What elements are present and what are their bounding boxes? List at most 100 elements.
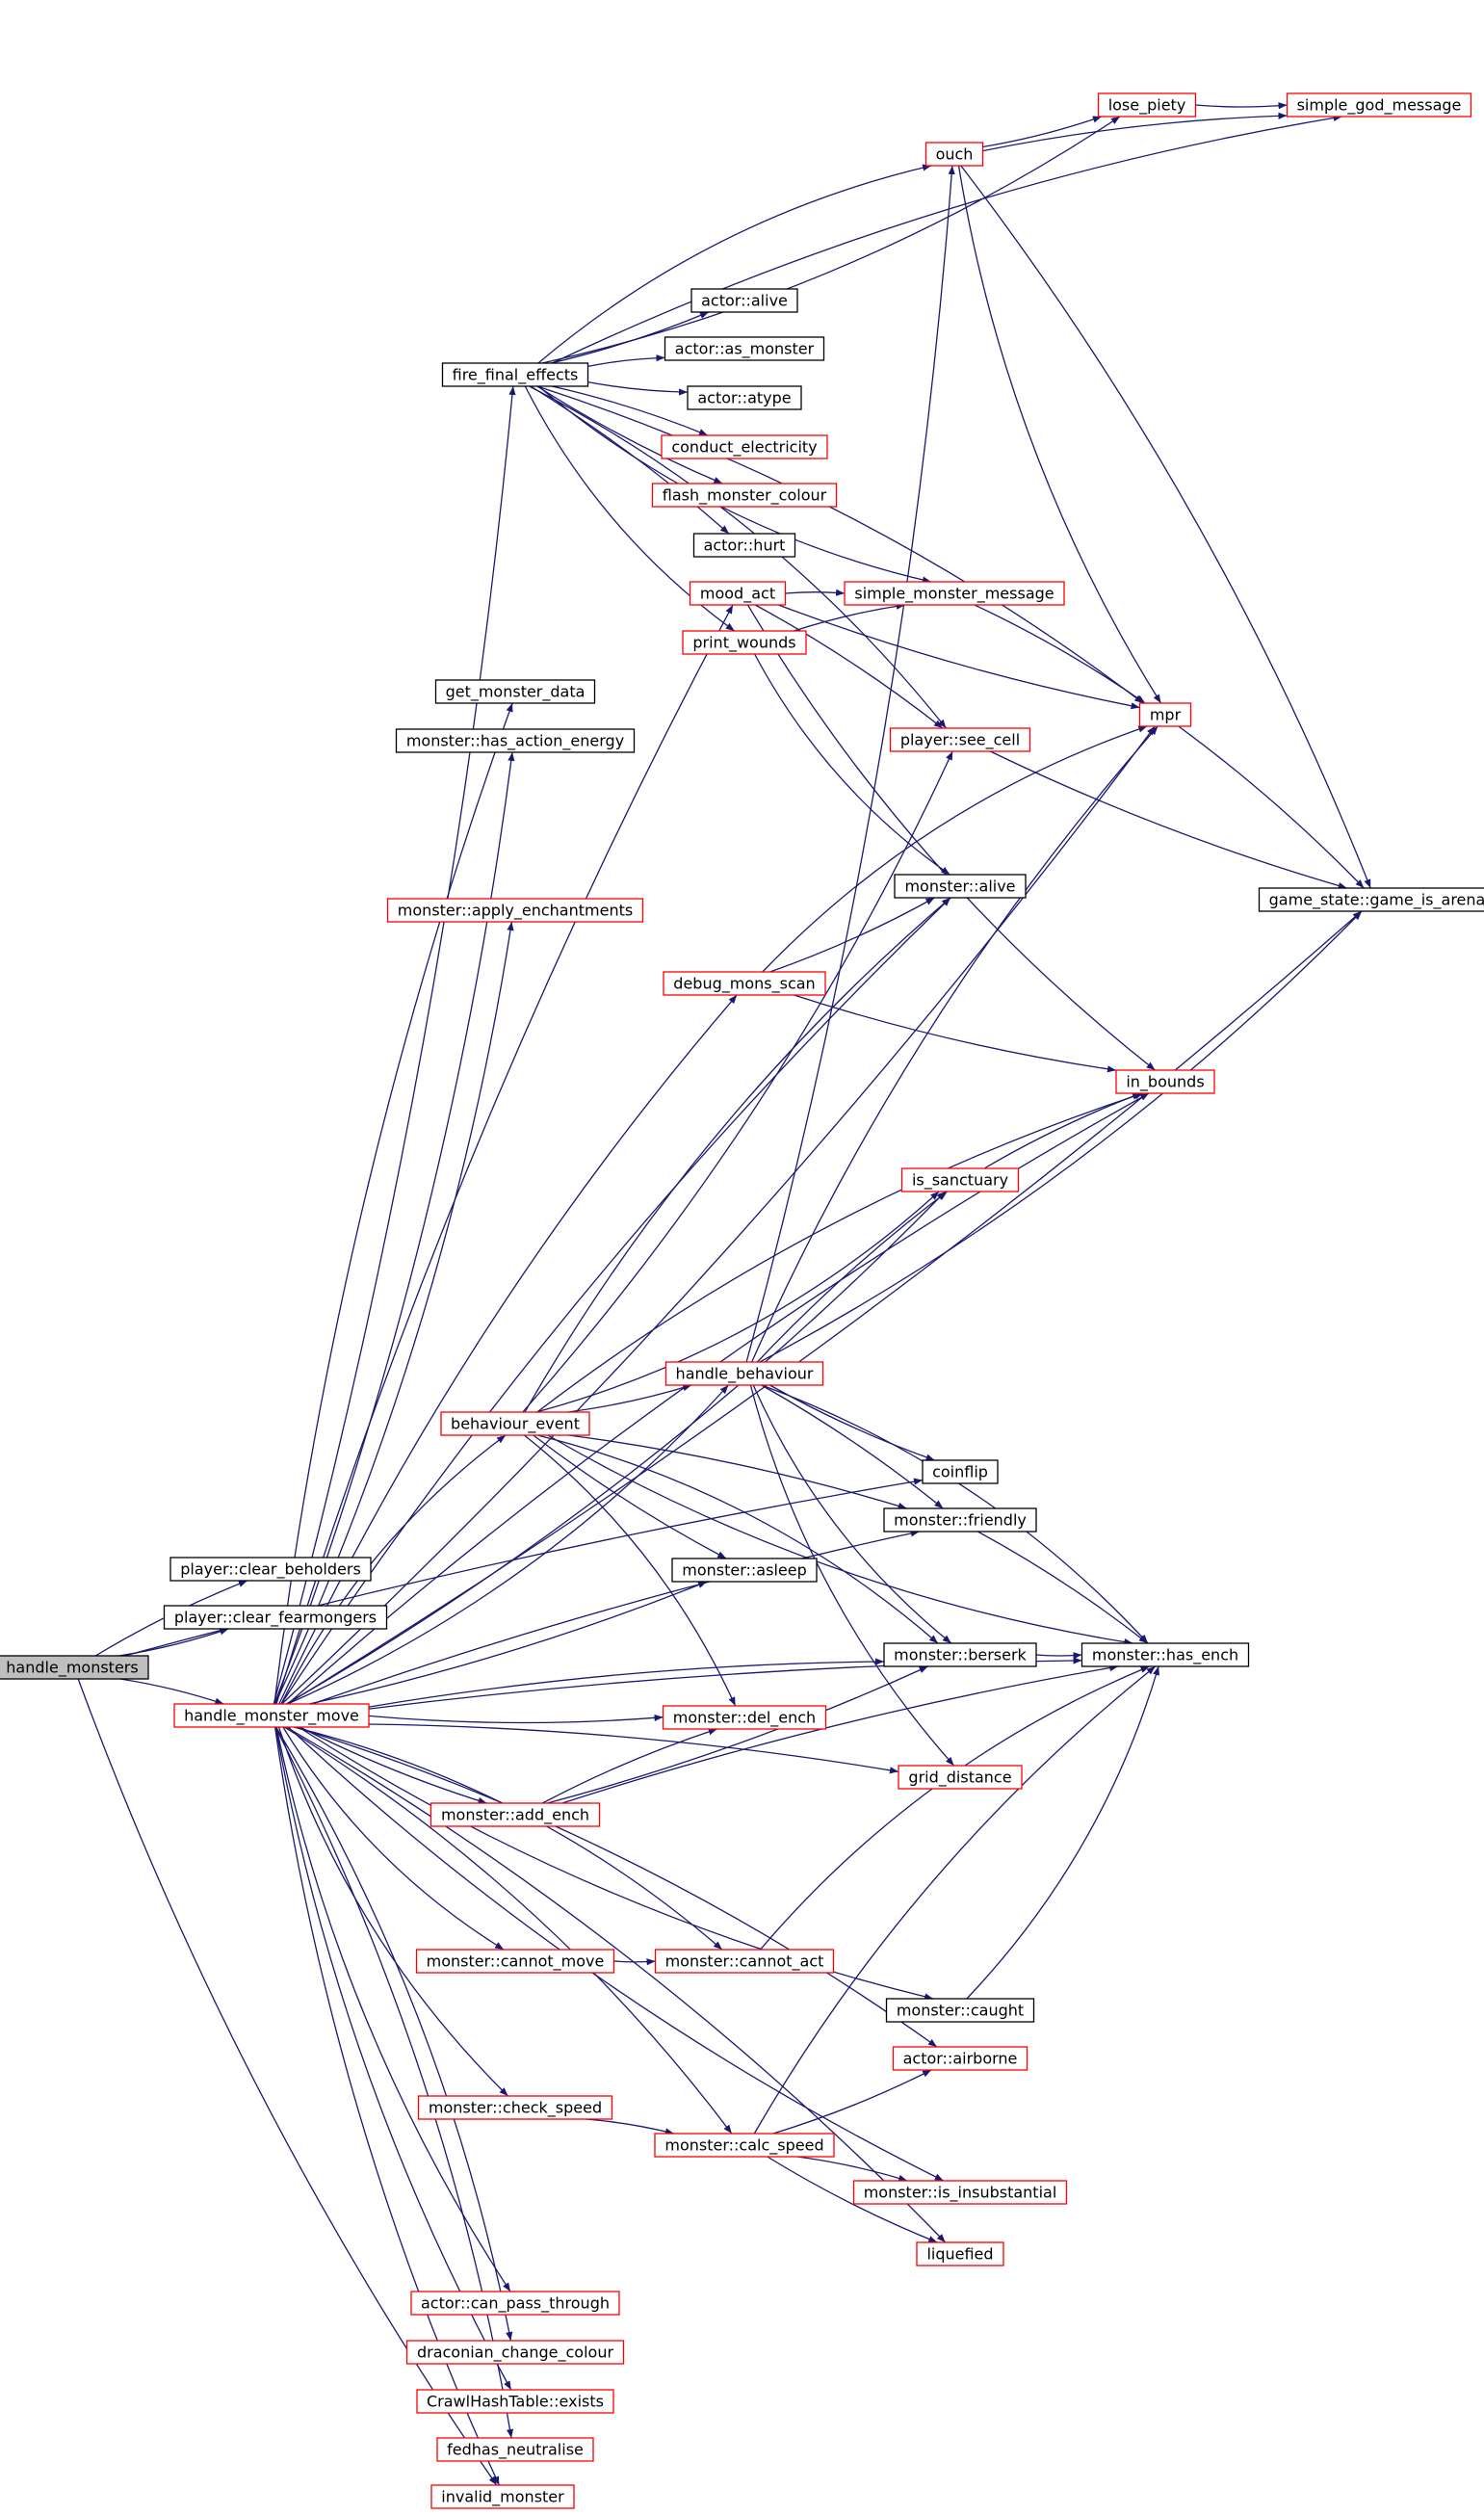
node-atype[interactable]: actor::atype bbox=[687, 385, 802, 410]
node-label: debug_mons_scan bbox=[673, 975, 815, 994]
node-box bbox=[671, 1558, 818, 1583]
node-actor-hurt[interactable]: actor::hurt bbox=[692, 533, 796, 558]
node-in-bounds[interactable]: in_bounds bbox=[1115, 1069, 1215, 1094]
node-get-monster-data[interactable]: get_monster_data bbox=[434, 679, 596, 704]
node-handle-monster-move[interactable]: handle_monster_move bbox=[173, 1703, 370, 1728]
node-add-ench[interactable]: monster::add_ench bbox=[430, 1802, 601, 1827]
call-edge-handle_monster_move-to-fedhas_neutralise bbox=[274, 1726, 514, 2439]
node-clear-beholders[interactable]: player::clear_beholders bbox=[169, 1557, 372, 1582]
node-flash-monster-colour[interactable]: flash_monster_colour bbox=[651, 483, 838, 508]
node-liquefied[interactable]: liquefied bbox=[916, 2241, 1004, 2266]
call-edge-handle_monster_move-to-berserk bbox=[368, 1658, 885, 1708]
call-edge-ouch-to-game_is_arena bbox=[960, 165, 1371, 889]
node-has-ench[interactable]: monster::has_ench bbox=[1080, 1642, 1250, 1667]
node-simple-monster-message[interactable]: simple_monster_message bbox=[844, 581, 1065, 606]
call-edge-cannot_move-to-cannot_act bbox=[613, 1958, 656, 1966]
node-box bbox=[436, 2437, 594, 2462]
node-mpr[interactable]: mpr bbox=[1138, 702, 1192, 727]
node-label: actor::alive bbox=[701, 292, 788, 310]
node-friendly[interactable]: monster::friendly bbox=[883, 1507, 1037, 1533]
node-lose-piety[interactable]: lose_piety bbox=[1097, 92, 1197, 118]
node-box bbox=[664, 1361, 824, 1386]
node-label: monster::has_action_energy bbox=[406, 732, 624, 751]
node-debug-mons-scan[interactable]: debug_mons_scan bbox=[663, 971, 826, 996]
node-actor-alive[interactable]: actor::alive bbox=[690, 288, 798, 313]
node-del-ench[interactable]: monster::del_ench bbox=[662, 1705, 827, 1730]
node-cannot-move[interactable]: monster::cannot_move bbox=[415, 1949, 615, 1974]
call-edge-handle_monster_move-to-grid_distance bbox=[368, 1723, 899, 1774]
call-edge-handle_behaviour-to-berserk bbox=[752, 1384, 952, 1644]
node-box bbox=[1286, 92, 1472, 118]
node-fedhas-neutralise[interactable]: fedhas_neutralise bbox=[436, 2437, 594, 2462]
node-box bbox=[415, 1949, 615, 1974]
call-edge-handle_behaviour-to-is_sanctuary bbox=[756, 1191, 948, 1363]
node-invalid-monster[interactable]: invalid_monster bbox=[430, 2484, 575, 2509]
node-conduct-electricity[interactable]: conduct_electricity bbox=[661, 434, 828, 459]
node-handle-behaviour[interactable]: handle_behaviour bbox=[664, 1361, 824, 1386]
node-is-insubstantial[interactable]: monster::is_insubstantial bbox=[852, 2180, 1068, 2205]
call-edge-behaviour_event-to-friendly bbox=[568, 1434, 907, 1509]
node-as-monster[interactable]: actor::as_monster bbox=[664, 336, 825, 361]
node-ouch[interactable]: ouch bbox=[924, 142, 984, 167]
node-draconian-change-colour[interactable]: draconian_change_colour bbox=[405, 2340, 625, 2365]
node-clear-fearmongers[interactable]: player::clear_fearmongers bbox=[163, 1605, 388, 1630]
node-box bbox=[440, 1411, 590, 1436]
call-edge-add_ench-to-del_ench bbox=[541, 1728, 717, 1804]
node-is-sanctuary[interactable]: is_sanctuary bbox=[900, 1167, 1020, 1192]
node-check-speed[interactable]: monster::check_speed bbox=[417, 2095, 613, 2120]
node-hash-exists[interactable]: CrawlHashTable::exists bbox=[416, 2389, 614, 2414]
node-label: is_sanctuary bbox=[912, 1171, 1008, 1191]
node-calc-speed[interactable]: monster::calc_speed bbox=[654, 2133, 835, 2158]
node-coinflip[interactable]: coinflip bbox=[922, 1459, 999, 1484]
node-can-pass-through[interactable]: actor::can_pass_through bbox=[410, 2291, 620, 2316]
call-edge-handle_behaviour-to-friendly bbox=[761, 1384, 944, 1509]
node-box bbox=[682, 630, 807, 655]
call-edge-print_wounds-to-mons_alive bbox=[754, 653, 950, 876]
call-edge-friendly-to-has_ench bbox=[976, 1531, 1149, 1644]
node-label: monster::berserk bbox=[894, 1646, 1027, 1664]
node-label: monster::asleep bbox=[682, 1561, 806, 1580]
node-label: simple_monster_message bbox=[854, 585, 1054, 604]
node-box bbox=[663, 971, 826, 996]
node-has-action-energy[interactable]: monster::has_action_energy bbox=[395, 728, 636, 753]
node-behaviour-event[interactable]: behaviour_event bbox=[440, 1411, 590, 1436]
node-box bbox=[410, 2291, 620, 2316]
call-edge-handle_monsters-to-handle_monster_move bbox=[119, 1678, 224, 1705]
node-label: in_bounds bbox=[1126, 1073, 1204, 1092]
node-mons-alive[interactable]: monster::alive bbox=[894, 874, 1027, 899]
node-airborne[interactable]: actor::airborne bbox=[892, 2046, 1028, 2071]
node-box bbox=[163, 1605, 388, 1630]
node-mood-act[interactable]: mood_act bbox=[689, 581, 787, 606]
node-box bbox=[852, 2180, 1068, 2205]
node-caught[interactable]: monster::caught bbox=[885, 1998, 1035, 2023]
node-simple-god-message[interactable]: simple_god_message bbox=[1286, 92, 1472, 118]
node-box bbox=[395, 728, 636, 753]
node-label: monster::cannot_move bbox=[427, 1952, 605, 1972]
node-box bbox=[894, 874, 1027, 899]
node-label: simple_god_message bbox=[1297, 96, 1462, 116]
call-edge-calc_speed-to-has_ench bbox=[753, 1665, 1157, 2135]
node-print-wounds[interactable]: print_wounds bbox=[682, 630, 807, 655]
node-label: monster::has_ench bbox=[1092, 1646, 1238, 1665]
node-label: player::clear_fearmongers bbox=[174, 1609, 377, 1628]
node-cannot-act[interactable]: monster::cannot_act bbox=[654, 1949, 835, 1974]
node-label: fedhas_neutralise bbox=[447, 2441, 584, 2460]
call-edge-handle_monster_move-to-mood_act bbox=[275, 604, 734, 1705]
node-asleep[interactable]: monster::asleep bbox=[671, 1558, 818, 1583]
node-label: monster::calc_speed bbox=[664, 2136, 823, 2156]
node-grid-distance[interactable]: grid_distance bbox=[898, 1765, 1023, 1790]
call-edge-behaviour_event-to-asleep bbox=[533, 1434, 727, 1559]
call-edge-add_ench-to-has_ench bbox=[561, 1664, 1119, 1804]
call-edge-handle_monster_move-to-is_sanctuary bbox=[286, 1191, 947, 1705]
call-edge-handle_monster_move-to-game_is_arena bbox=[286, 910, 1363, 1705]
node-see-cell[interactable]: player::see_cell bbox=[889, 727, 1031, 752]
node-game-is-arena[interactable]: game_state::game_is_arena bbox=[1258, 887, 1484, 912]
call-edge-fire_final_effects-to-as_monster bbox=[587, 354, 665, 368]
node-box bbox=[654, 2133, 835, 2158]
call-edge-handle_monster_move-to-invalid_monster bbox=[273, 1726, 500, 2486]
node-box bbox=[661, 434, 828, 459]
node-fire-final-effects[interactable]: fire_final_effects bbox=[441, 362, 589, 387]
call-edge-handle_behaviour-to-mpr bbox=[751, 725, 1159, 1363]
node-apply-enchantments[interactable]: monster::apply_enchantments bbox=[386, 898, 644, 923]
node-berserk[interactable]: monster::berserk bbox=[883, 1642, 1037, 1667]
